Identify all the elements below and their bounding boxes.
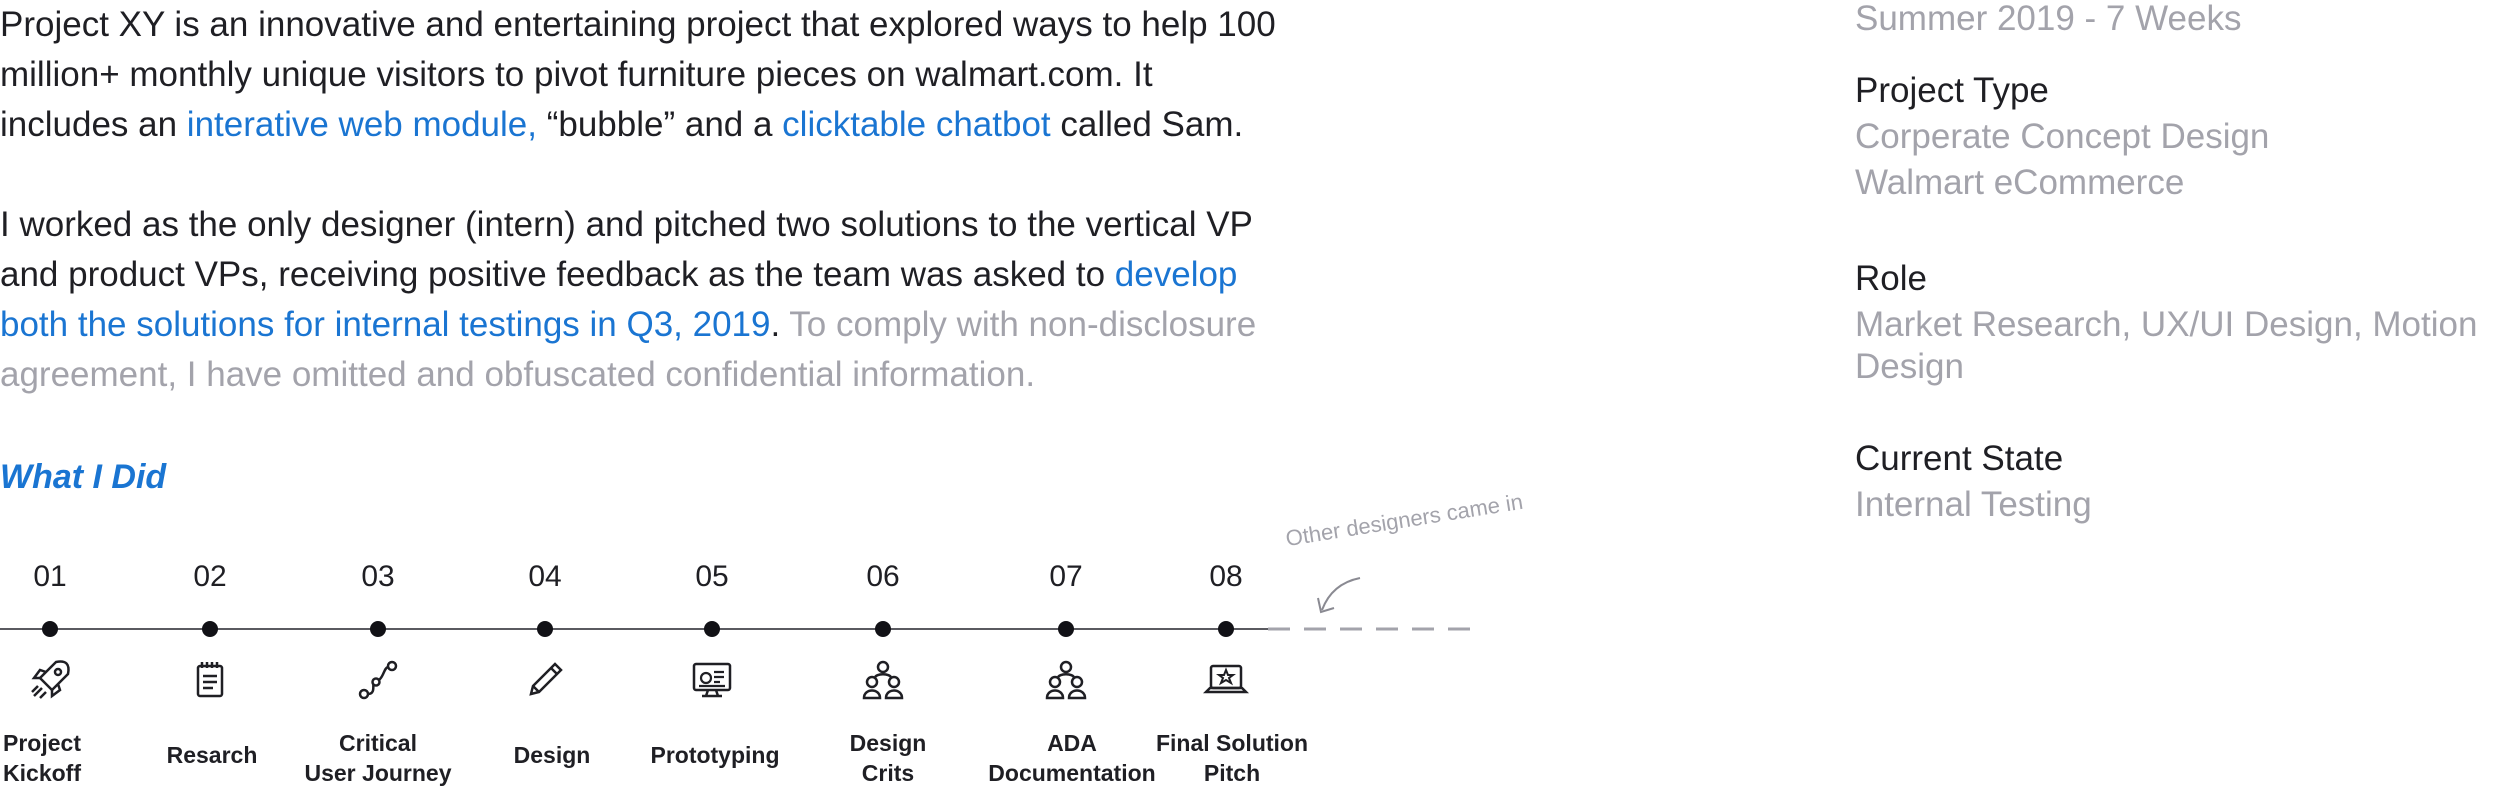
intro-text: “bubble” and a [537,105,783,144]
step-label: Critical User Journey [304,730,452,786]
project-type-section: Project Type Corperate Concept Design Wa… [1855,68,2269,206]
current-state-section: Current State Internal Testing [1855,436,2092,528]
notepad-icon [186,656,234,704]
step-label: Design [513,742,591,768]
intro-paragraph-2: I worked as the only designer (intern) a… [0,200,1290,400]
journey-path-icon [354,656,402,704]
step-label: Prototyping [650,742,780,768]
team-icon [1042,656,1090,704]
rocket-icon [26,656,74,704]
nda-note: To comply with non-disclosure agreement,… [0,305,1257,394]
step-label: Project Kickoff [3,730,81,786]
timeline-line [0,577,1480,637]
project-type-value: Corperate Concept Design [1855,117,2270,156]
timeline-value: Summer 2019 - 7 Weeks [1855,0,2242,38]
develop-solutions-link[interactable]: develop both the solutions for internal … [0,255,1238,344]
intro-text: I worked as the only designer (intern) a… [0,205,1253,294]
timeline-dot [202,621,218,637]
timeline-dot [1218,621,1234,637]
pencil-icon [521,656,569,704]
timeline-dot [370,621,386,637]
team-icon [859,656,907,704]
current-state-value: Internal Testing [1855,485,2092,524]
project-type-value: Walmart eCommerce [1855,163,2185,202]
timeline-dot [704,621,720,637]
step-label: Design Crits [849,730,927,786]
step-number: 01 [33,560,67,593]
intro-paragraph-1: Project XY is an innovative and entertai… [0,0,1290,150]
step-number: 07 [1049,560,1083,593]
what-i-did-heading: What I Did [0,458,167,496]
timeline-dot [42,621,58,637]
step-label: Final Solution Pitch [1155,730,1309,786]
role-value: Design [1855,347,1964,386]
step-label: Resarch [166,742,258,768]
step-number: 05 [695,560,729,593]
intro-text: called Sam. [1050,105,1244,144]
step-number: 04 [528,560,562,593]
role-value: Market Research, UX/UI Design, Motion [1855,305,2478,344]
role-section: Role Market Research, UX/UI Design, Moti… [1855,256,2477,390]
step-number: 03 [361,560,395,593]
step-number: 02 [193,560,227,593]
monitor-prototype-icon [688,656,736,704]
intro-text: . [770,305,781,344]
timeline-dot [875,621,891,637]
role-heading: Role [1855,259,1927,298]
project-intro: Project XY is an innovative and entertai… [0,0,1290,450]
project-type-heading: Project Type [1855,71,2049,110]
timeline-note: Other designers came in [1283,488,1525,552]
step-number: 08 [1209,560,1243,593]
current-state-heading: Current State [1855,439,2064,478]
step-number: 06 [866,560,900,593]
intro-text: Project XY is an innovative and entertai… [0,5,1276,144]
laptop-star-icon [1202,656,1250,704]
chatbot-link[interactable]: clicktable chatbot [782,105,1051,144]
step-label: ADA Documentation [988,730,1156,786]
web-module-link[interactable]: interative web module, [186,105,537,144]
timeline-dot [537,621,553,637]
timeline-dot [1058,621,1074,637]
